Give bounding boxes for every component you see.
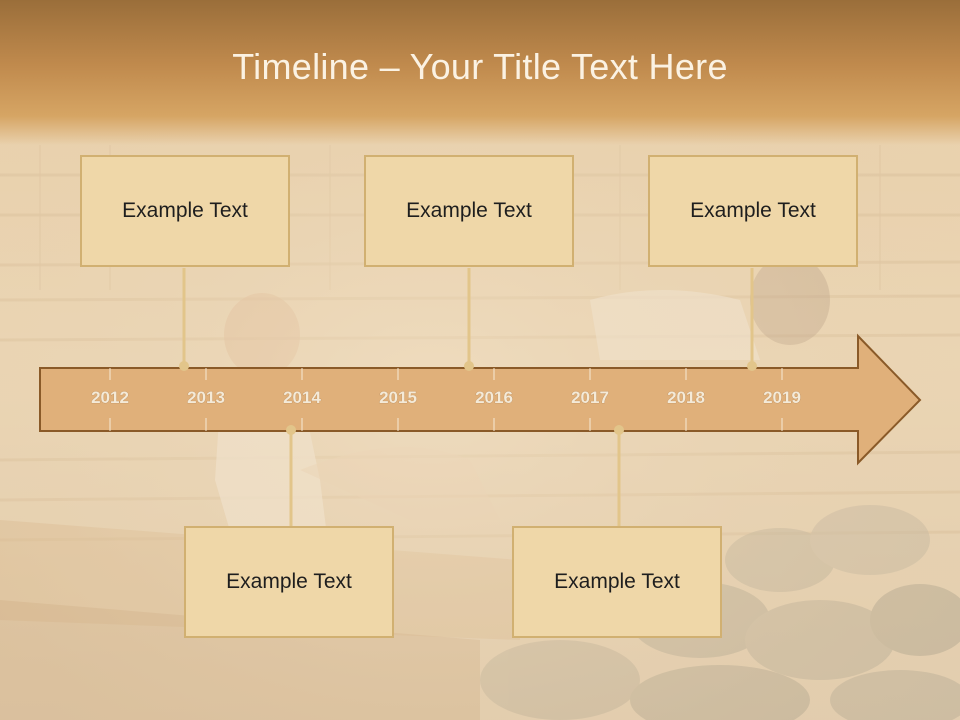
year-label-2016: 2016 [475,388,513,407]
connector-dot-4 [286,425,296,435]
year-label-2018: 2018 [667,388,705,407]
connector-dot-1 [179,361,189,371]
year-label-2017: 2017 [571,388,609,407]
event-box-text: Example Text [406,199,532,222]
event-box-2: Example Text [364,155,574,267]
title-band [0,0,960,145]
connector-dots [179,361,757,435]
event-box-text: Example Text [122,199,248,222]
year-ticks [109,368,783,431]
year-label-2013: 2013 [187,388,225,407]
year-labels: 2012 2013 2014 2015 2016 2017 2018 2019 [91,388,801,408]
year-label-2012: 2012 [91,388,129,407]
event-box-1: Example Text [80,155,290,267]
year-label-2019: 2019 [763,388,801,407]
connector-dot-5 [614,425,624,435]
slide-title: Timeline – Your Title Text Here [232,46,728,87]
event-box-3: Example Text [648,155,858,267]
connector-dot-3 [747,361,757,371]
event-box-5: Example Text [512,526,722,638]
timeline-arrow [39,333,922,466]
connectors [182,268,754,528]
year-label-2014: 2014 [283,388,321,407]
event-box-text: Example Text [226,570,352,593]
event-box-text: Example Text [554,570,680,593]
event-box-4: Example Text [184,526,394,638]
event-box-text: Example Text [690,199,816,222]
year-label-2015: 2015 [379,388,417,407]
connector-dot-2 [464,361,474,371]
